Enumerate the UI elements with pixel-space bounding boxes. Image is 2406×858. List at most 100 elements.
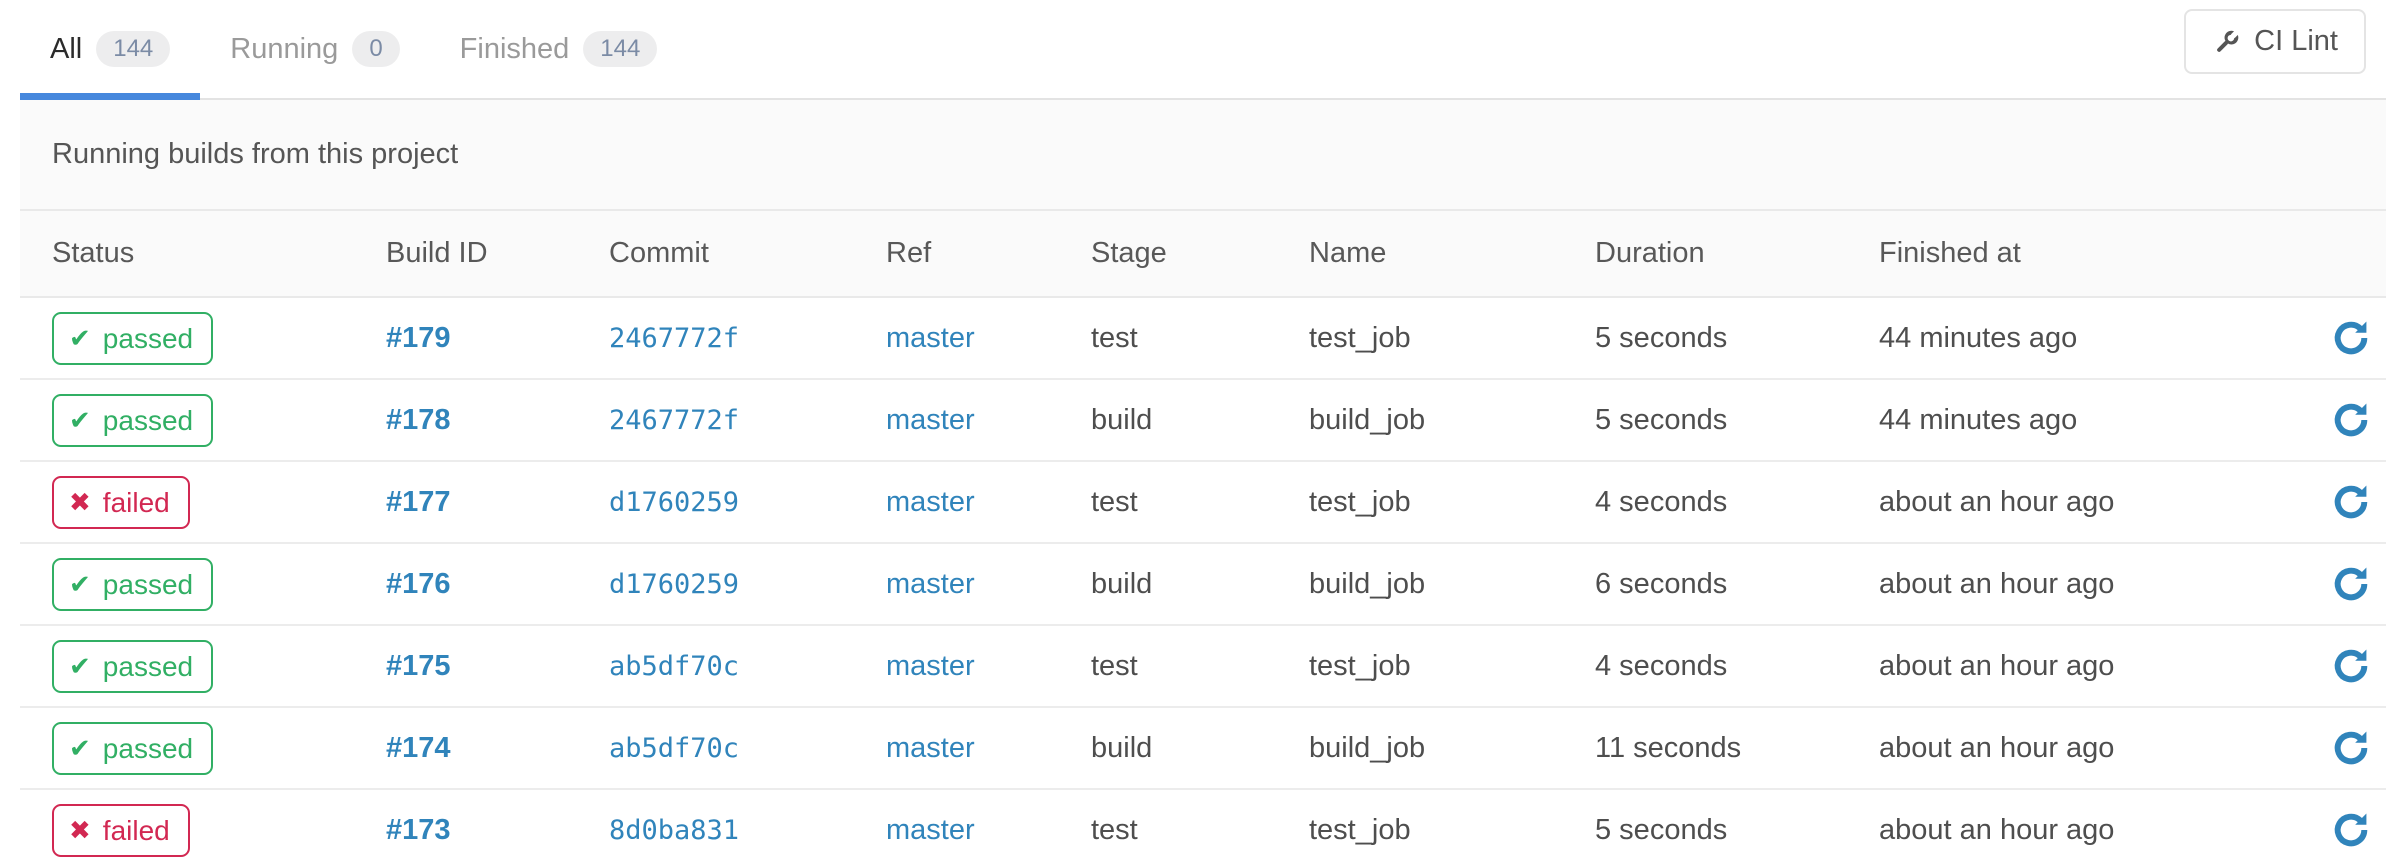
build-status-badge[interactable]: ✔ passed [52,311,214,365]
status-label: passed [102,568,194,600]
duration-cell: 4 seconds [1563,625,1847,708]
stage-cell: test [1059,625,1277,708]
tab-all-label: All [50,32,83,65]
commit-link[interactable]: d1760259 [609,486,740,518]
duration-cell: 4 seconds [1563,461,1847,544]
header-finished-at: Finished at [1847,211,2277,298]
build-row: ✖ failed #177 d1760259 master test test_… [20,461,2386,544]
build-status-badge[interactable]: ✔ passed [52,557,214,611]
status-icon: ✔ [69,322,91,353]
status-icon: ✔ [69,732,91,763]
header-stage: Stage [1059,211,1277,298]
status-label: passed [102,732,194,764]
duration-cell: 5 seconds [1563,297,1847,380]
build-row: ✔ passed #178 2467772f master build buil… [20,379,2386,462]
tab-finished[interactable]: Finished 144 [430,0,688,98]
build-id-link[interactable]: #173 [386,813,451,846]
commit-link[interactable]: 2467772f [609,404,740,436]
build-status-badge[interactable]: ✔ passed [52,639,214,693]
duration-cell: 5 seconds [1563,379,1847,462]
status-icon: ✖ [69,814,91,845]
finished-at-cell: 44 minutes ago [1847,297,2277,380]
stage-cell: build [1059,543,1277,626]
build-row: ✔ passed #174 ab5df70c master build buil… [20,707,2386,790]
commit-link[interactable]: 8d0ba831 [609,814,740,846]
build-status-badge[interactable]: ✔ passed [52,393,214,447]
name-cell: build_job [1277,543,1563,626]
build-id-link[interactable]: #175 [386,649,451,682]
ci-lint-label: CI Lint [2254,25,2338,57]
name-cell: test_job [1277,297,1563,380]
ref-link[interactable]: master [886,567,975,600]
name-cell: test_job [1277,625,1563,708]
retry-icon[interactable] [2330,727,2372,769]
stage-cell: test [1059,297,1277,380]
duration-cell: 11 seconds [1563,707,1847,790]
builds-tab-bar: All 144 Running 0 Finished 144 CI Lint [20,0,2386,100]
commit-link[interactable]: ab5df70c [609,650,740,682]
retry-icon[interactable] [2330,645,2372,687]
retry-icon[interactable] [2330,809,2372,851]
status-label: passed [102,404,194,436]
build-status-badge[interactable]: ✖ failed [52,803,190,857]
name-cell: build_job [1277,379,1563,462]
wrench-icon [2212,27,2242,57]
ref-link[interactable]: master [886,321,975,354]
retry-icon[interactable] [2330,481,2372,523]
build-row: ✔ passed #175 ab5df70c master test test_… [20,625,2386,708]
name-cell: test_job [1277,789,1563,858]
tab-all[interactable]: All 144 [20,0,201,100]
tab-running-label: Running [230,32,339,65]
panel-message: Running builds from this project [52,138,459,170]
commit-link[interactable]: d1760259 [609,568,740,600]
ref-link[interactable]: master [886,731,975,764]
status-label: passed [102,650,194,682]
tab-all-count-badge: 144 [96,31,171,67]
commit-link[interactable]: ab5df70c [609,732,740,764]
tab-running[interactable]: Running 0 [200,0,429,98]
header-duration: Duration [1563,211,1847,298]
name-cell: test_job [1277,461,1563,544]
stage-cell: build [1059,379,1277,462]
name-cell: build_job [1277,707,1563,790]
running-builds-panel: Running builds from this project [20,100,2386,211]
build-row: ✖ failed #173 8d0ba831 master test test_… [20,789,2386,858]
ref-link[interactable]: master [886,403,975,436]
stage-cell: test [1059,461,1277,544]
build-id-link[interactable]: #177 [386,485,451,518]
finished-at-cell: about an hour ago [1847,625,2277,708]
build-status-badge[interactable]: ✖ failed [52,475,190,529]
status-label: failed [102,486,170,518]
header-actions [2277,211,2386,298]
build-id-link[interactable]: #178 [386,403,451,436]
tab-finished-count-badge: 144 [583,31,658,67]
finished-at-cell: about an hour ago [1847,707,2277,790]
build-id-link[interactable]: #174 [386,731,451,764]
build-status-badge[interactable]: ✔ passed [52,721,214,775]
finished-at-cell: about an hour ago [1847,543,2277,626]
build-id-link[interactable]: #179 [386,321,451,354]
stage-cell: build [1059,707,1277,790]
table-header-row: Status Build ID Commit Ref Stage Name Du… [20,211,2386,298]
tab-finished-label: Finished [459,32,570,65]
tab-running-count-badge: 0 [352,31,400,67]
ref-link[interactable]: master [886,813,975,846]
build-row: ✔ passed #179 2467772f master test test_… [20,297,2386,380]
finished-at-cell: about an hour ago [1847,789,2277,858]
ref-link[interactable]: master [886,649,975,682]
header-ref: Ref [854,211,1059,298]
status-icon: ✖ [69,486,91,517]
status-label: passed [102,322,194,354]
status-icon: ✔ [69,404,91,435]
ref-link[interactable]: master [886,485,975,518]
retry-icon[interactable] [2330,317,2372,359]
retry-icon[interactable] [2330,399,2372,441]
commit-link[interactable]: 2467772f [609,322,740,354]
retry-icon[interactable] [2330,563,2372,605]
builds-table: Status Build ID Commit Ref Stage Name Du… [20,211,2386,858]
build-id-link[interactable]: #176 [386,567,451,600]
stage-cell: test [1059,789,1277,858]
ci-lint-button[interactable]: CI Lint [2184,9,2366,74]
status-label: failed [102,814,170,846]
